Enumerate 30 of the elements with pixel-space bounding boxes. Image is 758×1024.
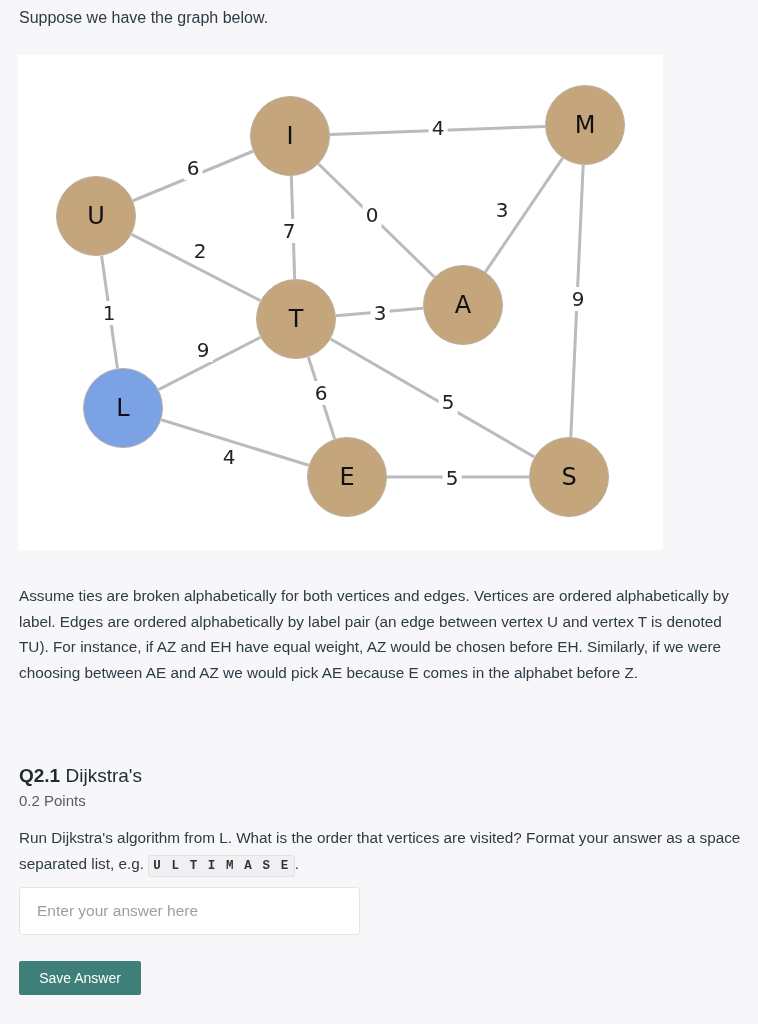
- question-title: Q2.1 Dijkstra's: [19, 764, 142, 788]
- vertex-label: M: [574, 113, 596, 137]
- code-snippet: U L T I M A S E: [148, 855, 295, 877]
- edge-line: [289, 175, 297, 280]
- edge-line: [130, 232, 262, 303]
- intro-text: Suppose we have the graph below.: [19, 8, 269, 28]
- vertex-label: S: [561, 465, 577, 489]
- edge-line: [157, 335, 262, 392]
- edge-line: [132, 149, 254, 203]
- vertex-label: U: [87, 204, 105, 228]
- instructions-paragraph: Assume ties are broken alphabetically for both vertices and edges. Vertices are ordered alphabetically by label. Edges are ordered alphabetically by label pair (an edge between vertex U and vertex T is denoted TU). For instance, if AZ and EH have equal weight, AZ would be chosen before EH. Similarly, if we were choosing between AE and AZ we would pick AE because E comes in the alphabet before Z.: [19, 586, 730, 683]
- edge-line: [335, 306, 424, 318]
- edge-line: [329, 125, 546, 136]
- vertex-label: A: [454, 293, 472, 317]
- edge-line: [329, 337, 536, 459]
- edge-line: [387, 475, 529, 479]
- vertex-label: E: [339, 465, 355, 489]
- edge-line: [306, 356, 337, 440]
- edge-line: [569, 164, 585, 438]
- question-text: Run Dijkstra's algorithm from L. What is the order that vertices are visited? Format your answer as a space separated list, e.g. U L T I M A S E .: [19, 825, 741, 879]
- edge-line: [484, 157, 564, 273]
- answer-input: Enter your answer here: [19, 887, 360, 935]
- vertex-label: L: [116, 396, 130, 420]
- edge-line: [160, 418, 310, 467]
- vertex-label: T: [288, 307, 304, 331]
- edge-line: [317, 162, 436, 279]
- save-button: Save Answer: [19, 961, 141, 995]
- edge-label: 0: [362, 203, 382, 227]
- points-text: 0.2 Points: [19, 791, 86, 810]
- vertex-label: I: [286, 124, 294, 148]
